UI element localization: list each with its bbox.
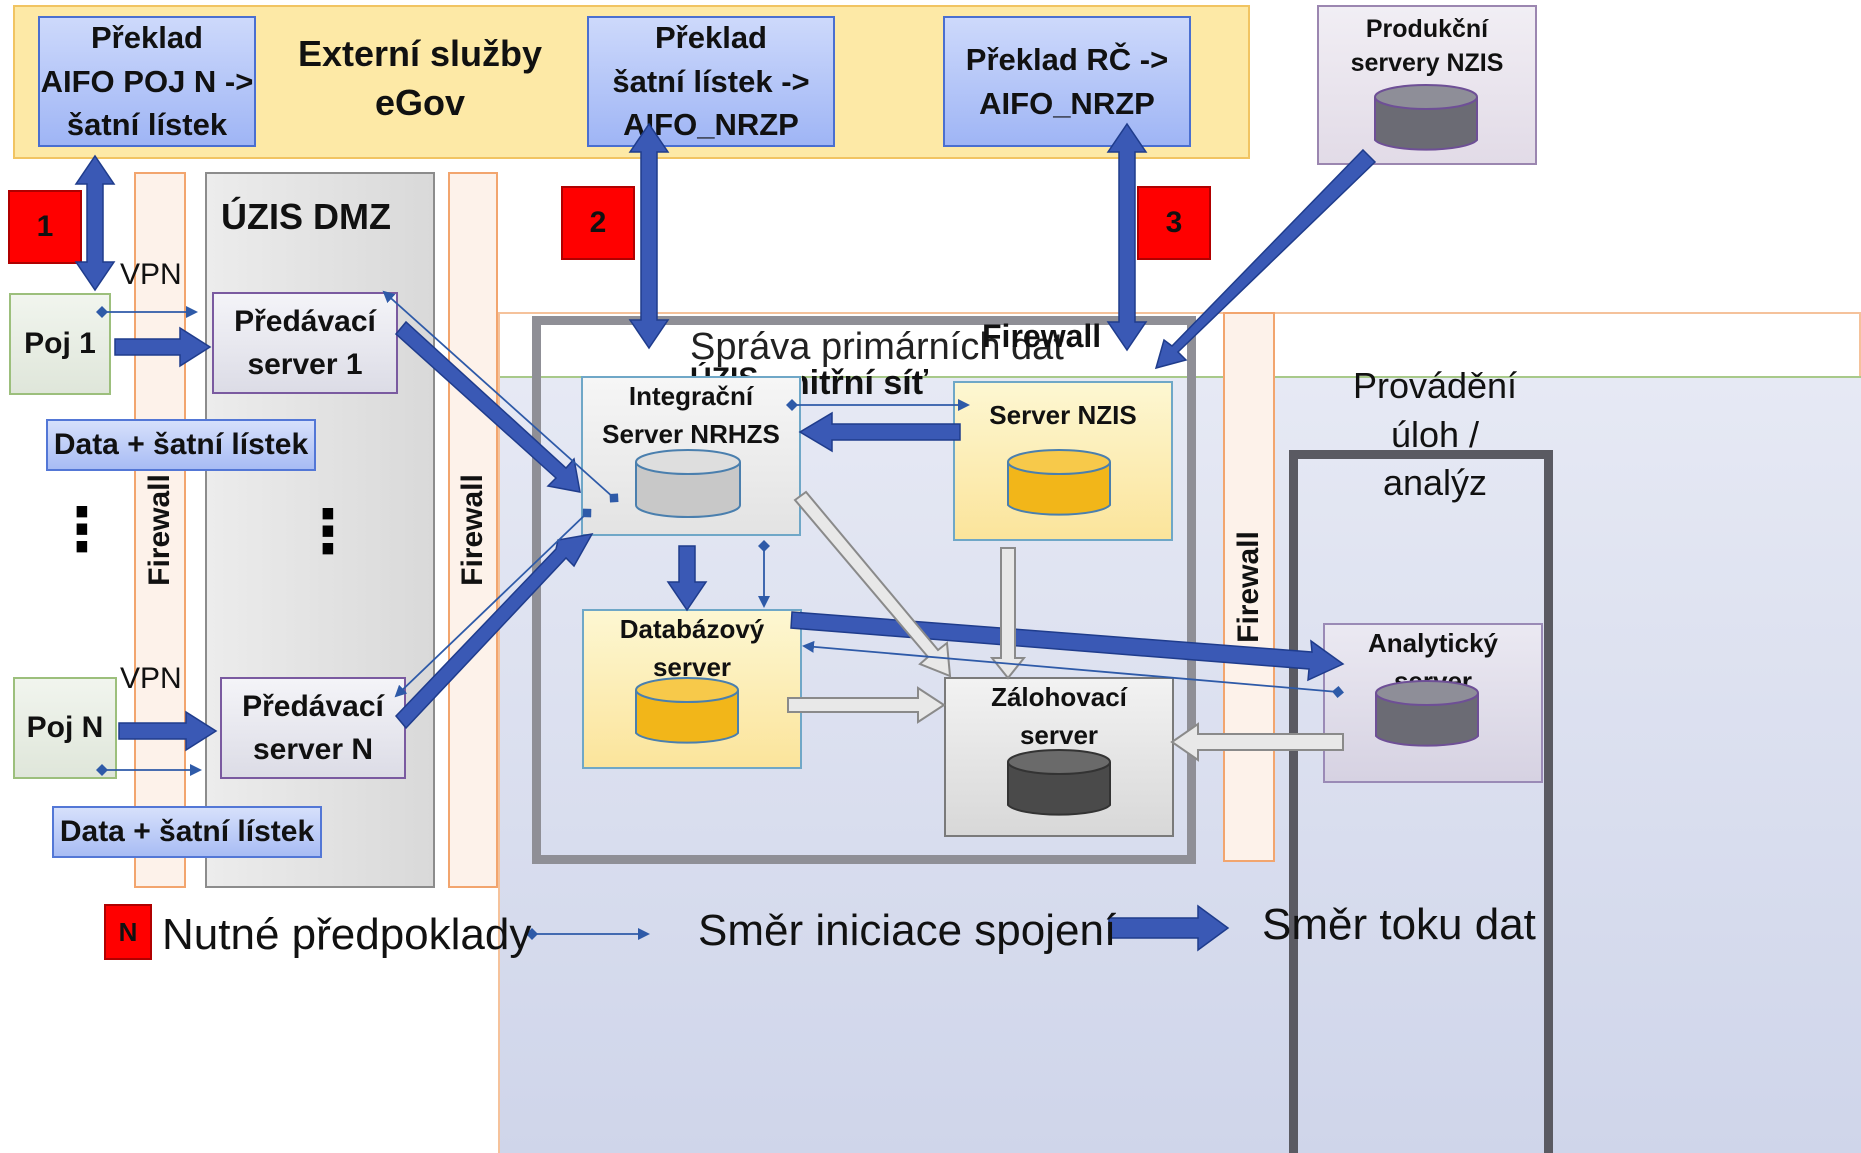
analysis-line3: analýz xyxy=(1382,462,1488,504)
uzis-inner-network-partial: ÚZIS xyxy=(690,362,758,378)
nzis-server-label: Server NZIS xyxy=(989,400,1137,430)
integration-line2: Server NRHZS xyxy=(602,418,780,449)
db-line2: server xyxy=(652,651,732,682)
prereq-arrow-2 xyxy=(628,122,670,350)
external-title-line1: Externí služby xyxy=(297,33,543,74)
insurer-poj-1: Poj 1 xyxy=(9,293,111,395)
production-line2: servery NZIS xyxy=(1350,48,1504,77)
analytic-line1: Analytický xyxy=(1367,628,1499,658)
translate-pojn-line2: AIFO POJ N -> xyxy=(40,63,254,99)
prereq-arrow-3 xyxy=(1106,122,1148,352)
database-db-icon xyxy=(635,677,739,744)
nzis-db-icon xyxy=(1007,449,1111,516)
transferN-line2: server N xyxy=(252,733,374,766)
connection-arrows xyxy=(96,290,1344,776)
transfer-server-1: Předávací server 1 xyxy=(212,292,398,394)
legend-connection-text: Směr iniciace spojení xyxy=(698,906,1117,955)
translate-rc-line1: Překlad RČ -> xyxy=(965,42,1169,78)
production-db-icon xyxy=(1374,84,1478,151)
translate-aifo-pojn-box: Překlad AIFO POJ N -> šatní lístek xyxy=(38,16,256,147)
production-to-internal-arrow xyxy=(1154,148,1377,370)
db-line1: Databázový xyxy=(619,614,765,644)
data-tag-1: Data + šatní lístek xyxy=(46,419,316,471)
translate-pojn-line1: Překlad xyxy=(90,20,203,56)
prereq-badge-2: 2 xyxy=(561,186,635,260)
translate-rc-line2: AIFO_NRZP xyxy=(979,85,1155,121)
translate-satni-line1: Překlad xyxy=(654,20,767,56)
external-services-title: Externí služby eGov xyxy=(290,30,550,127)
prereq-badge-3: 3 xyxy=(1137,186,1211,260)
legend-badge-n: N xyxy=(104,904,152,960)
vpn-label-1: VPN xyxy=(120,258,182,291)
prereq-badge-1: 1 xyxy=(8,190,82,264)
integration-db-icon xyxy=(635,449,741,518)
backup-db-icon xyxy=(1007,749,1111,816)
firewall-3: Firewall xyxy=(1223,312,1275,862)
integration-line1: Integrační xyxy=(628,381,754,411)
transfer-server-n: Předávací server N xyxy=(220,677,406,779)
translate-rc-box: Překlad RČ -> AIFO_NRZP xyxy=(943,16,1191,147)
transfer1-line2: server 1 xyxy=(247,348,363,381)
analysis-line2: úloh / xyxy=(1390,413,1480,455)
transfer1-line1: Předávací xyxy=(234,304,376,338)
translate-pojn-line3: šatní lístek xyxy=(66,107,228,143)
inner-network-title: vnitřní síť xyxy=(770,364,928,402)
production-line1: Produkční xyxy=(1365,15,1489,43)
transferN-line1: Předávací xyxy=(242,689,384,723)
primary-firewall-label: Firewall xyxy=(982,318,1102,354)
vpn-label-n: VPN xyxy=(120,662,182,695)
analysis-frame xyxy=(1289,450,1553,1153)
prereq-arrow-1 xyxy=(74,154,116,292)
translate-satni-line2: šatní lístek -> xyxy=(612,63,810,99)
backup-line2: server xyxy=(1019,719,1099,750)
primary-data-title: Správa primárních dat xyxy=(690,326,1064,368)
data-tag-n: Data + šatní lístek xyxy=(52,806,322,858)
legend-prereq-text: Nutné předpoklady xyxy=(162,910,532,959)
analysis-title: Provádění úloh / analýz xyxy=(1340,362,1530,508)
external-title-line2: eGov xyxy=(374,81,466,123)
legend-dataflow-text: Směr toku dat xyxy=(1262,900,1536,949)
analysis-line1: Provádění xyxy=(1352,365,1518,406)
uzis-dmz-title: ÚZIS DMZ xyxy=(221,196,391,237)
insurer-poj-n: Poj N xyxy=(13,677,117,779)
legend-dataflow-symbol xyxy=(1108,904,1230,952)
analytic-db-icon xyxy=(1375,680,1479,747)
